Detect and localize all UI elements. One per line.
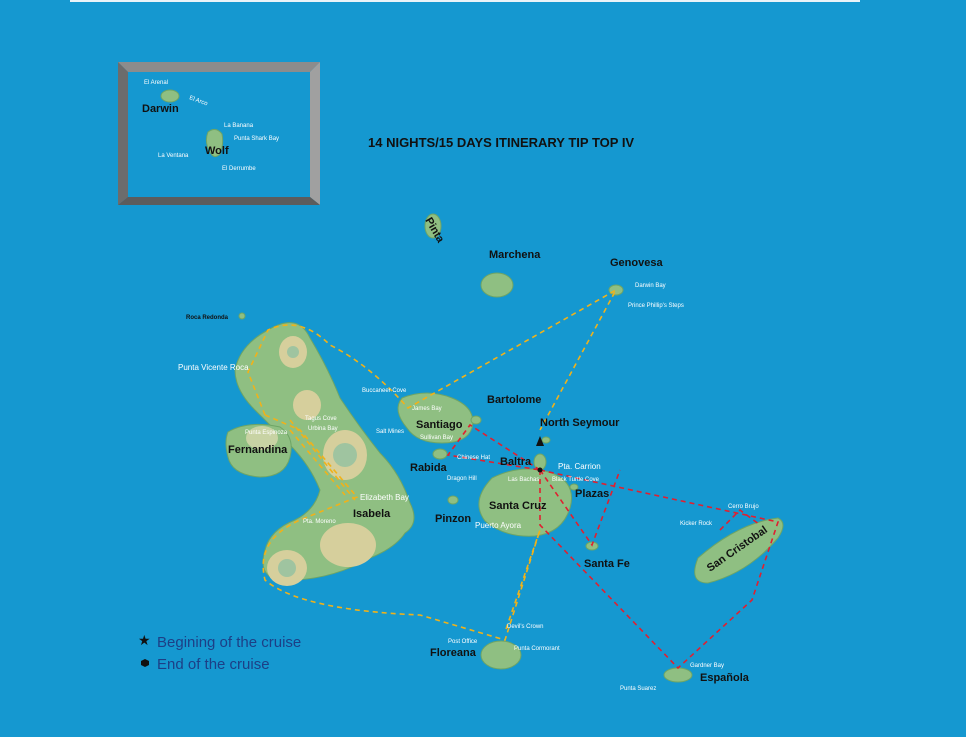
site-puerto-ayora: Puerto Ayora — [475, 521, 522, 530]
site-black-turtle-cove: Black Turtle Cove — [552, 477, 600, 483]
bartolome-island-shape — [470, 415, 482, 425]
fernandina-highland — [246, 426, 278, 450]
label-fernandina: Fernandina — [228, 444, 288, 456]
isabela-highland-sierra-negra — [320, 523, 376, 567]
yellow-route-isabela-west — [289, 419, 356, 501]
yellow-route-north — [247, 287, 619, 431]
site-cerro-brujo: Cerro Brujo — [728, 504, 759, 510]
inset-label-la-banana: La Banana — [224, 123, 254, 129]
site-punta-vicente-roca: Punta Vicente Roca — [178, 363, 249, 372]
site-las-bachas: Las Bachas — [508, 477, 539, 483]
label-espanola: Española — [700, 672, 750, 684]
label-isabela: Isabela — [353, 508, 391, 520]
site-gardner-bay: Gardner Bay — [690, 663, 724, 669]
santa-cruz-island-shape — [478, 468, 572, 537]
inset-label-el-arenal: El Arenal — [144, 80, 168, 86]
routes-layer — [247, 287, 780, 670]
roca-redonda-shape — [238, 312, 246, 320]
site-punta-espinoza: Punta Espinoza — [245, 430, 288, 436]
label-plazas: Plazas — [575, 488, 609, 500]
red-route-east — [539, 469, 780, 670]
pinzon-island-shape — [447, 495, 459, 505]
site-prince-philips-steps: Prince Phillip's Steps — [628, 303, 684, 309]
north-seymour-island-shape — [541, 436, 551, 444]
isabela-crater-wolf — [287, 346, 299, 358]
legend-start-label: Begining of the cruise — [157, 634, 301, 651]
label-baltra: Baltra — [500, 456, 532, 468]
site-kicker-rock: Kicker Rock — [680, 521, 713, 527]
label-marchena: Marchena — [489, 249, 541, 261]
site-post-office: Post Office — [448, 639, 478, 645]
red-route-central — [446, 423, 621, 547]
plazas-island-shape — [569, 483, 579, 491]
wolf-island-shape — [205, 128, 224, 158]
site-chinese-hat: Chinese Hat — [457, 455, 490, 461]
inset-frame-left — [118, 62, 128, 205]
site-punta-suarez: Punta Suarez — [620, 686, 656, 692]
site-salt-mines: Salt Mines — [376, 429, 404, 435]
site-darwin-bay: Darwin Bay — [635, 283, 666, 289]
san-cristobal-island-shape — [694, 517, 784, 584]
espanola-island-shape — [663, 667, 693, 683]
hexagon-dot-icon — [141, 659, 149, 667]
site-dragon-hill: Dragon Hill — [447, 476, 477, 482]
label-floreana: Floreana — [430, 647, 477, 659]
label-north-seymour: North Seymour — [540, 417, 620, 429]
site-punta-cormorant: Punta Cormorant — [514, 646, 560, 652]
isabela-crater-alcedo — [333, 443, 357, 467]
label-santiago: Santiago — [416, 419, 463, 431]
inset-label-punta-shark-bay: Punta Shark Bay — [234, 136, 279, 142]
santiago-island-shape — [397, 392, 474, 444]
legend: ★ Begining of the cruise End of the crui… — [138, 632, 301, 673]
site-urbina-bay: Urbina Bay — [308, 426, 338, 432]
site-buccaneer-cove: Buccaneer Cove — [362, 388, 407, 394]
label-pinzon: Pinzon — [435, 513, 471, 525]
inset-frame-top — [118, 62, 320, 72]
red-route-san-cristobal — [719, 508, 761, 531]
pinta-island-shape — [424, 213, 442, 239]
inset-label-wolf: Wolf — [205, 145, 229, 157]
marchena-island-shape — [480, 272, 514, 298]
rabida-island-shape — [432, 448, 448, 460]
label-roca-redonda: Roca Redonda — [186, 315, 229, 321]
label-santa-cruz: Santa Cruz — [489, 500, 547, 512]
site-sullivan-bay: Sullivan Bay — [420, 435, 453, 441]
isabela-highland-darwin — [293, 390, 321, 420]
isabela-crater-cerro-azul — [278, 559, 296, 577]
darwin-island-shape — [160, 89, 180, 103]
label-genovesa: Genovesa — [610, 257, 663, 269]
label-rabida: Rabida — [410, 462, 448, 474]
inset-frame-bottom — [118, 197, 320, 205]
inset-label-el-derrumbe: El Derrumbe — [222, 166, 256, 172]
inset-label-darwin: Darwin — [142, 103, 179, 115]
site-tagus-cove: Tagus Cove — [305, 416, 337, 422]
inset-frame-right — [310, 62, 320, 205]
yellow-route-south — [262, 414, 541, 641]
site-pta-carrion: Pta. Carrion — [558, 462, 601, 471]
inset-label-la-ventana: La Ventana — [158, 153, 189, 159]
end-dot-marker — [537, 467, 543, 473]
site-pta-moreno: Pta. Moreno — [303, 519, 336, 525]
label-bartolome: Bartolome — [487, 394, 541, 406]
map-title: 14 NIGHTS/15 DAYS ITINERARY TIP TOP IV — [368, 135, 634, 150]
site-james-bay: James Bay — [412, 406, 442, 412]
star-icon: ★ — [138, 632, 151, 648]
inset-map: El Arenal El Arco Darwin La Banana Punta… — [118, 62, 320, 205]
islands-layer — [225, 213, 784, 683]
start-star-marker — [536, 436, 544, 446]
site-devils-crown: Devil's Crown — [507, 624, 544, 630]
site-elizabeth-bay: Elizabeth Bay — [360, 493, 409, 502]
top-border-line — [70, 0, 860, 2]
legend-end-label: End of the cruise — [157, 656, 270, 673]
label-santa-fe: Santa Fe — [584, 558, 630, 570]
floreana-island-shape — [480, 640, 522, 670]
